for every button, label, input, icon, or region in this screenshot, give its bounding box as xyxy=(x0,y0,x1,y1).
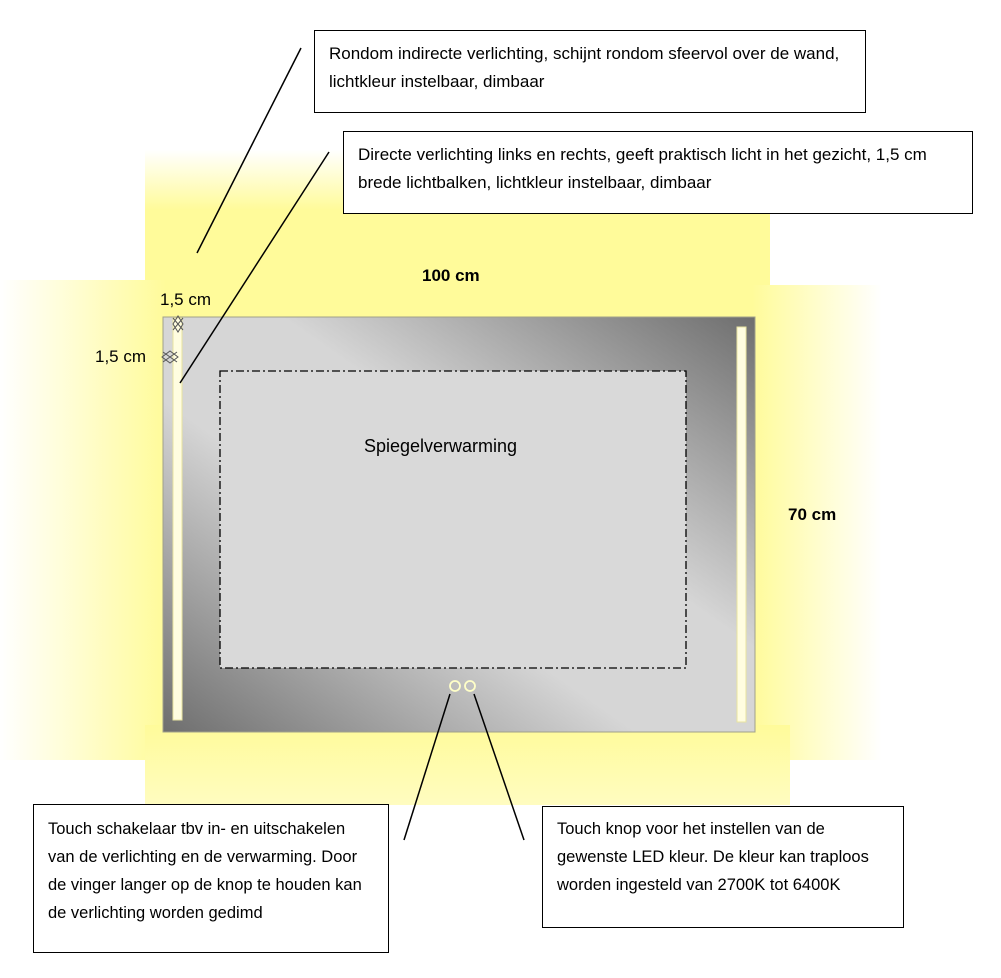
callout-direct-lighting: Directe verlichting links en rechts, gee… xyxy=(343,131,973,214)
leader-lines xyxy=(179,47,525,841)
heating-zone xyxy=(219,370,687,669)
touch-switch-icon[interactable] xyxy=(449,680,461,692)
left-light-bar xyxy=(172,317,183,721)
heating-label: Spiegelverwarming xyxy=(364,436,518,456)
width-dimension: 100 cm xyxy=(422,266,480,285)
bar-width-dimension: 1,5 cm xyxy=(160,290,212,309)
bar-offset-dimension: 1,5 cm xyxy=(95,347,147,366)
height-dimension: 70 cm xyxy=(788,505,837,524)
callout-touch-switch: Touch schakelaar tbv in- en uitschakelen… xyxy=(33,804,389,953)
dimension-arrows xyxy=(161,315,184,364)
color-button-icon[interactable] xyxy=(464,680,476,692)
callout-color-button: Touch knop voor het instellen van de gew… xyxy=(542,806,904,928)
callout-indirect-lighting: Rondom indirecte verlichting, schijnt ro… xyxy=(314,30,866,113)
right-light-bar xyxy=(736,326,747,723)
